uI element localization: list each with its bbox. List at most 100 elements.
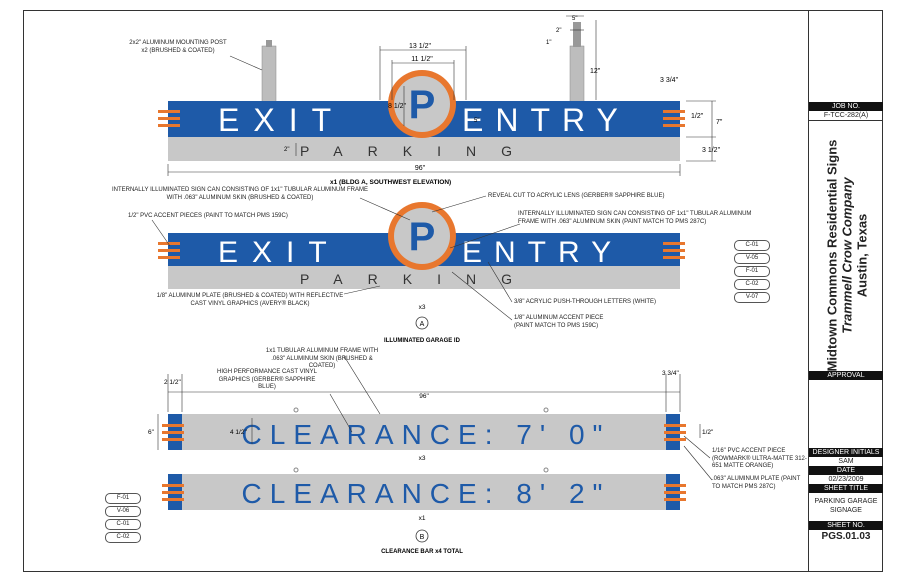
note-clear-vinyl: HIGH PERFORMANCE CAST VINYL GRAPHICS (GE… (217, 369, 317, 390)
note-illum-left: INTERNALLY ILLUMINATED SIGN CAN CONSISTI… (111, 187, 369, 201)
dim-1-2-clear: 1/2" (702, 429, 714, 436)
drawing-canvas: P EXIT ENTRY PARKING 13 1/2" 11 1/2" 8 1… (148, 15, 723, 555)
project-name: Midtown Commons Residential Signs (824, 139, 840, 372)
designer-value: SAM (838, 458, 854, 465)
sign2-code-list: C-01 V-05 F-01 C-02 V-07 (734, 240, 770, 303)
post-note: 2x2" ALUMINUM MOUNTING POST x2 (BRUSHED … (129, 40, 227, 54)
clearance2-bar (168, 474, 680, 510)
dim-1-post: 1" (546, 40, 551, 46)
note-plate: 1/8" ALUMINUM PLATE (BRUSHED & COATED) W… (156, 293, 344, 307)
sign2-left-accent (158, 242, 180, 259)
code-pill: F-01 (105, 493, 141, 504)
clearance1-bar (168, 414, 680, 450)
project-panel: Midtown Commons Residential Signs Tramme… (809, 120, 883, 371)
note-clear-frame: 1x1 TUBULAR ALUMINUM FRAME WITH .063" AL… (265, 348, 379, 369)
dim-96: 96" (415, 165, 426, 172)
dim-6: 6" (148, 429, 155, 436)
clearance2-hook-right (543, 467, 549, 473)
clearance2-hook-left (293, 467, 299, 473)
code-pill: V-05 (734, 253, 770, 264)
sign2-p-letter: P (409, 215, 436, 259)
dim-11-half: 11 1/2" (411, 56, 433, 63)
mounting-post-right (569, 45, 585, 103)
sheet-no-value: PGS.01.03 (821, 531, 871, 542)
location: Austin, Texas (854, 213, 870, 298)
date-label: DATE (809, 466, 883, 475)
code-pill: V-06 (105, 506, 141, 517)
dim-8-half: 8 1/2" (388, 103, 407, 110)
sign1-p-disc (394, 76, 450, 132)
code-pill: C-01 (734, 240, 770, 251)
note-accent: 1/8" ALUMINUM ACCENT PIECE (PAINT MATCH … (514, 315, 604, 329)
clearance2-text: CLEARANCE: 8' 2" (242, 478, 611, 509)
title-block-spacer (809, 10, 883, 102)
detail-a-marker-circle (415, 316, 429, 330)
dim-5-post: 5" (572, 16, 577, 22)
note-clear-pvc: 1/16" PVC ACCENT PIECE (ROWMARK® ULTRA-M… (712, 448, 807, 469)
dim-7: 7" (716, 119, 723, 126)
post-cap-right (573, 22, 581, 47)
detail-a-marker: A (420, 321, 425, 328)
sign2-leaders (151, 195, 521, 321)
drawing-frame (23, 10, 883, 572)
dim-3-34-clear: 3 3/4" (662, 370, 679, 377)
clearance1-accents (162, 424, 686, 441)
project-rotated: Midtown Commons Residential Signs Tramme… (825, 131, 870, 381)
job-number: F-TCC-282(A) (823, 112, 869, 119)
sign1-silver-band (168, 137, 680, 161)
sign2-title: ILLUMINATED GARAGE ID (384, 338, 461, 344)
sign1-dim-lines (167, 15, 716, 176)
designer-label: DESIGNER INITIALS (809, 448, 883, 457)
dim-2-12: 2 1/2" (164, 379, 181, 386)
detail-b-marker: B (420, 534, 425, 541)
note-reveal: REVEAL CUT TO ACRYLIC LENS (GERBER® SAPP… (488, 193, 665, 199)
job-label: JOB NO. (809, 102, 883, 111)
clearance1-hook-right (543, 407, 549, 413)
clearance-code-list: F-01 V-06 C-01 C-02 (105, 493, 141, 543)
sign2-silver-band (168, 266, 680, 289)
sign1-parking-text: PARKING (300, 143, 537, 159)
sign1-left-accent (158, 110, 180, 127)
dim-12: 12" (590, 68, 601, 75)
sign2-parking-text: PARKING (300, 271, 537, 287)
code-pill: C-01 (105, 519, 141, 530)
post-cap-left (266, 40, 272, 47)
dim-2-post: 2" (556, 28, 561, 34)
dim-4-12: 4 1/2" (230, 429, 247, 436)
dim-3-12: 3 1/2" (702, 147, 721, 154)
note-pvc: 1/2" PVC ACCENT PIECES (PAINT TO MATCH P… (128, 213, 288, 219)
code-pill: C-02 (734, 279, 770, 290)
note-acrylic: 3/8" ACRYLIC PUSH-THROUGH LETTERS (WHITE… (514, 299, 657, 305)
clearance1-text: CLEARANCE: 7' 0" (242, 419, 611, 450)
date-value: 02/23/2009 (828, 476, 864, 483)
sheet-title-value: PARKING GARAGE SIGNAGE (814, 498, 878, 514)
clearance1-hook-left (293, 407, 299, 413)
code-pill: V-07 (734, 292, 770, 303)
mounting-post-left (261, 45, 277, 103)
clearance-title: CLEARANCE BAR x4 TOTAL (381, 549, 463, 555)
approval-label: APPROVAL (809, 371, 883, 380)
dim-2: 2" (284, 147, 289, 153)
dim-1-2: 1/2" (691, 113, 704, 120)
sign2-right-accent (663, 242, 685, 259)
sign1-entry-text: ENTRY (462, 102, 630, 138)
clearance-qty1: x3 (419, 455, 426, 462)
sign2-entry-text: ENTRY (462, 236, 623, 269)
note-illum-right: INTERNALLY ILLUMINATED SIGN CAN CONSISTI… (518, 211, 752, 225)
dim-3-34: 3 3/4" (660, 77, 679, 84)
sign1-p-letter: P (409, 83, 436, 127)
client-name: Trammell Crow Company (839, 177, 855, 334)
detail-b-marker-circle (415, 529, 429, 543)
clearance-dim-lines (157, 355, 713, 481)
sign2-qty: x3 (419, 304, 426, 311)
clearance2-accents (162, 484, 686, 501)
title-block: JOB NO. F-TCC-282(A) Midtown Commons Res… (808, 10, 883, 572)
code-pill: C-02 (105, 532, 141, 543)
dim-13-half: 13 1/2" (409, 43, 431, 50)
code-pill: F-01 (734, 266, 770, 277)
sign2-p-disc (394, 208, 450, 264)
clearance-qty2: x1 (419, 515, 426, 522)
approval-space (809, 380, 883, 448)
dim-5: 5" (474, 118, 479, 124)
sheet-title-label: SHEET TITLE (809, 484, 883, 493)
